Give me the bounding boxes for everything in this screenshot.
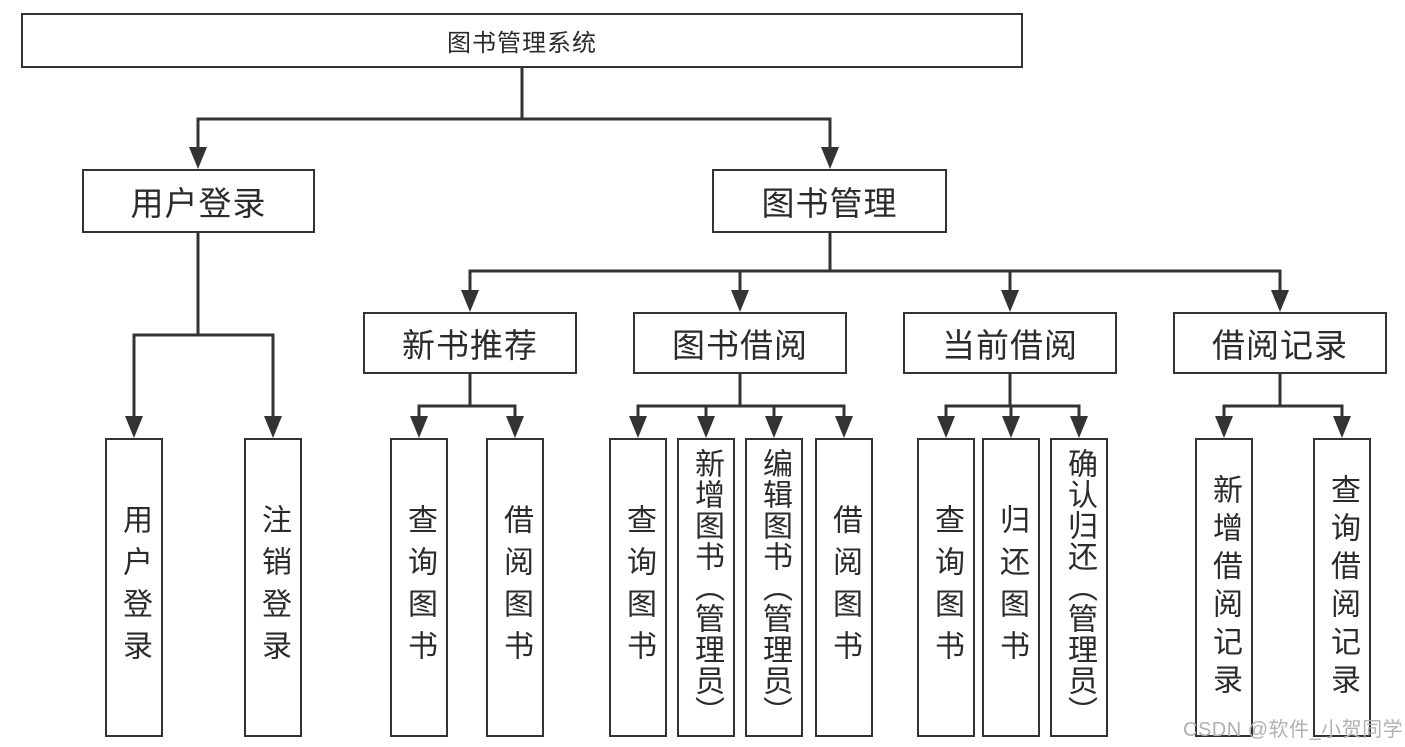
leaf-newbook-borrow-books: 借阅图书 <box>486 438 544 737</box>
leaf-logout: 注销登录 <box>244 438 302 737</box>
leaf-current-query-books: 查询图书 <box>917 438 975 737</box>
leaf-current-return-books: 归还图书 <box>982 438 1040 737</box>
leaf-borrow-query-books: 查询图书 <box>609 438 667 737</box>
leaf-records-query-record: 查询借阅记录 <box>1313 438 1371 737</box>
leaf-borrow-edit-books-admin: 编辑图书（管理员） <box>745 438 803 737</box>
leaf-user-login: 用户登录 <box>105 438 163 737</box>
node-user-login: 用户登录 <box>82 169 315 233</box>
node-current-borrow: 当前借阅 <box>903 312 1117 374</box>
node-book-management: 图书管理 <box>712 169 947 233</box>
node-book-borrow: 图书借阅 <box>633 312 847 374</box>
leaf-borrow-add-books-admin: 新增图书（管理员） <box>677 438 735 737</box>
leaf-records-add-record: 新增借阅记录 <box>1195 438 1253 737</box>
csdn-watermark: CSDN @软件_小贺同学 <box>1183 719 1404 741</box>
node-new-book-recommend: 新书推荐 <box>363 312 577 374</box>
leaf-borrow-borrow-books: 借阅图书 <box>815 438 873 737</box>
node-root-system: 图书管理系统 <box>21 13 1023 68</box>
leaf-newbook-query-books: 查询图书 <box>390 438 448 737</box>
node-borrow-records: 借阅记录 <box>1173 312 1387 374</box>
arrowheads <box>125 147 1351 438</box>
leaf-current-confirm-return-admin: 确认归还（管理员） <box>1050 438 1108 737</box>
